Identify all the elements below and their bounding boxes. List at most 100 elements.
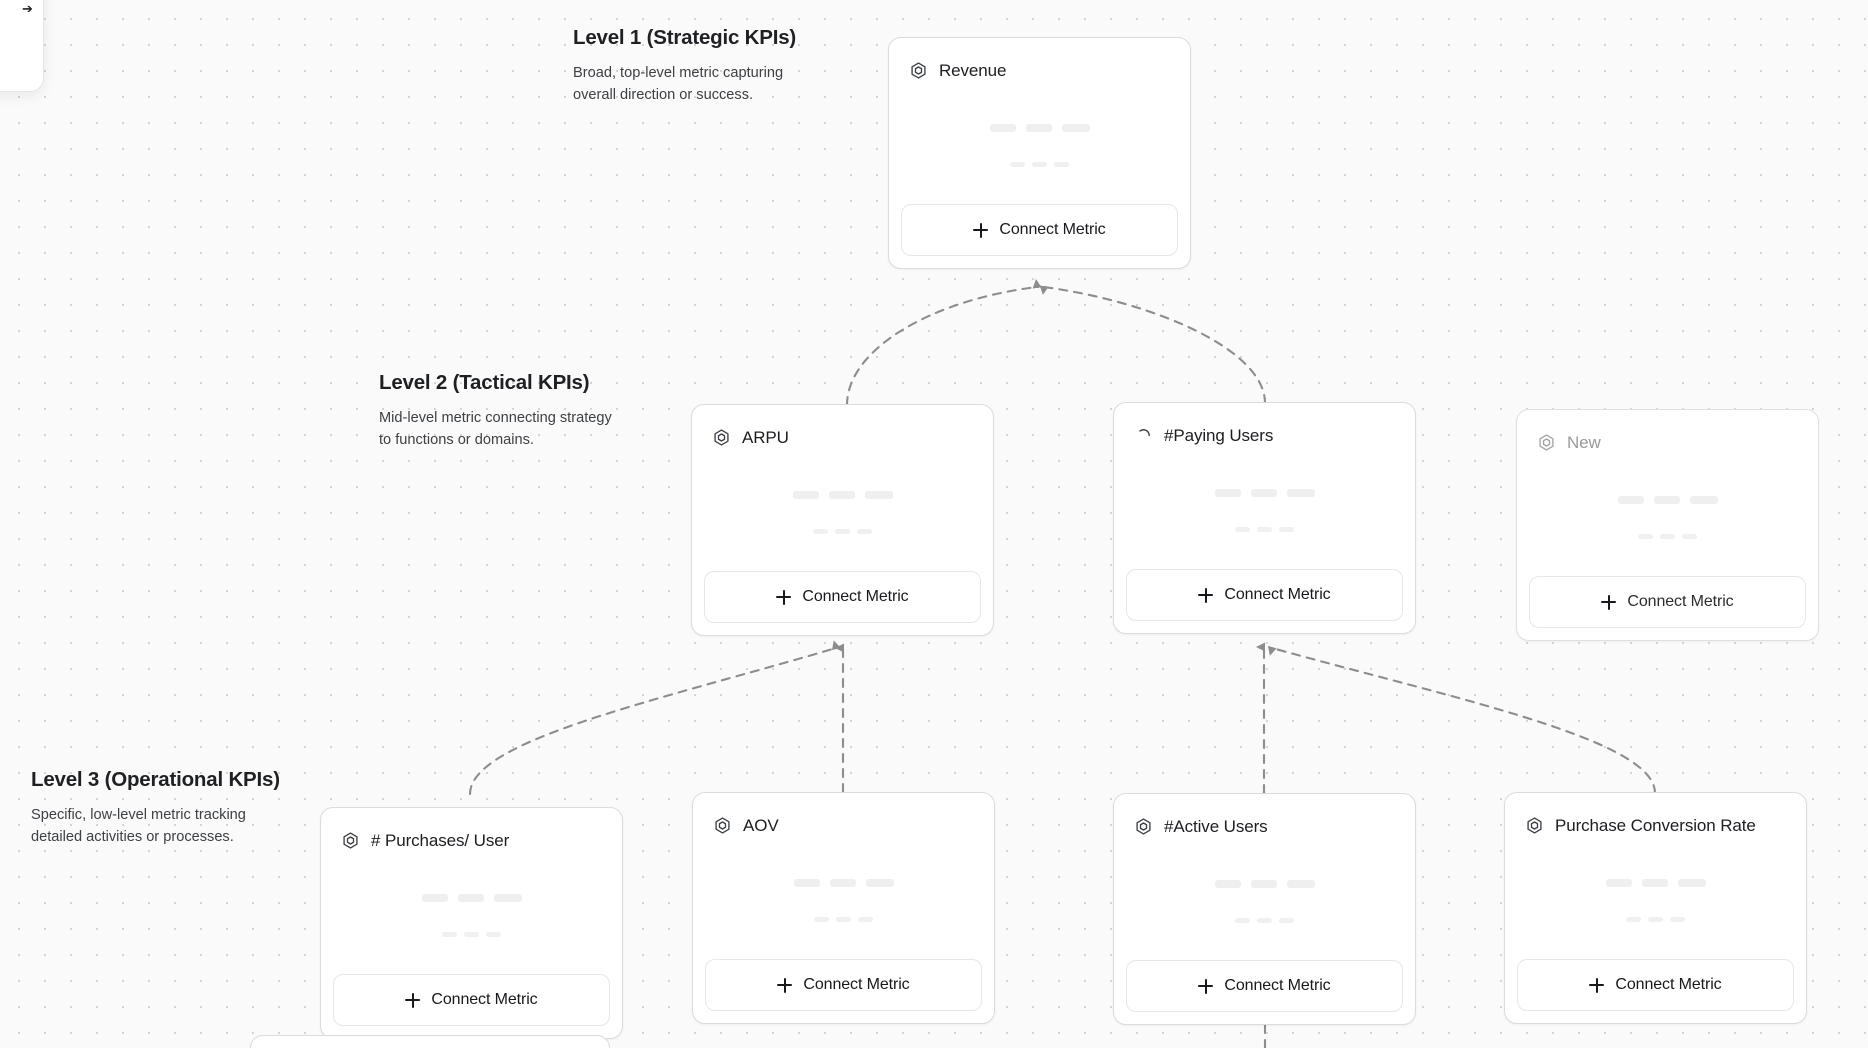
skeleton-bar [814,917,829,922]
card-header: #Active Users [1114,794,1415,842]
connect-metric-label: Connect Metric [1627,593,1734,610]
skeleton-bar [1286,880,1315,888]
skeleton-bar [1626,917,1641,922]
skeleton-bar [865,879,894,887]
skeleton-bar [457,894,484,902]
hexagon-metric-icon [343,832,358,849]
skeleton-bar [813,529,828,534]
connect-metric-label: Connect Metric [802,588,909,605]
skeleton-bar [1257,527,1272,532]
metric-card-arpu[interactable]: ARPU Connect Metric [691,404,994,636]
skeleton-bar [1605,879,1632,887]
skeleton-bar [1054,162,1069,167]
card-body-skeleton [1114,842,1415,960]
level-1-label: Level 1 (Strategic KPIs) Broad, top-leve… [573,26,821,106]
card-body-skeleton [692,453,993,571]
card-header: #Paying Users [1114,403,1415,451]
hexagon-metric-icon [714,429,729,446]
skeleton-bar [1250,489,1277,497]
skeleton-bar [1670,917,1685,922]
card-title: New [1567,432,1601,452]
hexagon-metric-icon [1527,817,1542,834]
skeleton-bar [1257,918,1272,923]
skeleton-bar [1660,534,1675,539]
hexagon-metric-icon [1539,434,1554,451]
level-3-description: Specific, low-level metric tracking deta… [31,807,246,846]
skeleton-bar [1286,489,1315,497]
hexagon-metric-icon [1136,818,1151,835]
card-header: AOV [693,793,994,841]
connect-metric-button[interactable]: Connect Metric [901,204,1178,256]
connect-metric-button[interactable]: Connect Metric [1517,959,1794,1011]
connect-metric-button[interactable]: Connect Metric [705,959,982,1011]
skeleton-bar [793,879,820,887]
plus-icon [776,589,792,605]
card-title: AOV [743,815,779,835]
connect-metric-button[interactable]: Connect Metric [1126,960,1403,1012]
edge-conversion-to-paying-users [1267,645,1657,795]
metric-card-offscreen-lower[interactable] [250,1035,610,1048]
skeleton-bar [442,932,457,937]
plus-icon [1601,594,1617,610]
card-title: #Paying Users [1164,425,1274,445]
edge-arpu-to-revenue [845,279,1042,407]
skeleton-bar [1214,489,1241,497]
connect-metric-label: Connect Metric [1615,976,1722,993]
card-body-skeleton [1505,841,1806,959]
skeleton-bar [989,124,1016,132]
card-body-skeleton [889,86,1190,204]
skeleton-bar [1638,534,1653,539]
metric-card-paying-users[interactable]: #Paying Users Connect Metric [1113,402,1416,634]
edge-paying-users-to-revenue [1039,285,1267,405]
connect-metric-button[interactable]: Connect Metric [1529,576,1806,628]
plus-icon [973,222,989,238]
card-header: Purchase Conversion Rate [1505,793,1806,841]
skeleton-bar [1648,917,1663,922]
level-1-title: Level 1 (Strategic KPIs) [573,26,797,49]
skeleton-bar [858,917,873,922]
card-header: New [1517,410,1818,458]
card-title: ARPU [742,427,789,447]
skeleton-bar [864,491,893,499]
edge-purchases-to-arpu [468,640,841,796]
card-title: Purchase Conversion Rate [1555,815,1756,835]
connect-metric-label: Connect Metric [1224,586,1331,603]
connect-metric-label: Connect Metric [1224,977,1331,994]
skeleton-bar [1677,879,1706,887]
skeleton-bar [836,917,851,922]
connect-metric-button[interactable]: Connect Metric [333,974,610,1026]
metric-card-revenue[interactable]: Revenue Connect Metric [888,37,1191,269]
skeleton-bar [835,529,850,534]
skeleton-bar [828,491,855,499]
skeleton-bar [1279,918,1294,923]
connect-metric-button[interactable]: Connect Metric [704,571,981,623]
metric-card-new[interactable]: New Connect Metric [1516,409,1819,641]
card-header: # Purchases/ User [321,808,622,856]
connect-metric-label: Connect Metric [999,221,1106,238]
skeleton-bar [1279,527,1294,532]
skeleton-bar [1010,162,1025,167]
metric-card-aov[interactable]: AOV Connect Metric [692,792,995,1024]
metric-card-active-users[interactable]: #Active Users Connect Metric [1113,793,1416,1025]
skeleton-bar [421,894,448,902]
skeleton-bar [1032,162,1047,167]
skeleton-bar [1235,527,1250,532]
plus-icon [1198,978,1214,994]
skeleton-bar [1682,534,1697,539]
skeleton-bar [486,932,501,937]
skeleton-bar [1061,124,1090,132]
hexagon-metric-icon [715,817,730,834]
metric-card-purchases-per-user[interactable]: # Purchases/ User Connect Metric [320,807,623,1039]
metric-card-purchase-conversion-rate[interactable]: Purchase Conversion Rate Connect Metric [1504,792,1807,1024]
skeleton-bar [857,529,872,534]
left-toolbar-panel[interactable]: ➔ [0,0,44,92]
level-2-description: Mid-level metric connecting strategy to … [379,410,612,449]
level-2-label: Level 2 (Tactical KPIs) Mid-level metric… [379,371,627,451]
connect-metric-button[interactable]: Connect Metric [1126,569,1403,621]
skeleton-bar [1250,880,1277,888]
skeleton-bar [1214,880,1241,888]
card-title: #Active Users [1164,816,1268,836]
card-title: # Purchases/ User [371,830,510,850]
skeleton-bar [493,894,522,902]
